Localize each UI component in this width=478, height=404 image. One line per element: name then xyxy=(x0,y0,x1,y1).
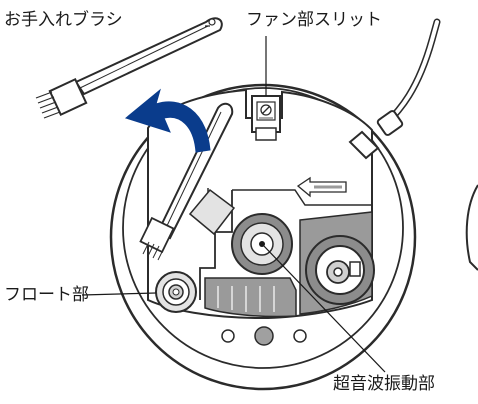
brush-holder xyxy=(139,102,236,261)
ultrasonic-label: 超音波振動部 xyxy=(333,374,435,394)
power-cord xyxy=(376,18,441,136)
fan-slit-block xyxy=(251,95,281,141)
cord-clip xyxy=(348,130,380,160)
warning-sticker-icon xyxy=(256,101,276,121)
fan-slit-label: ファン部スリット xyxy=(246,10,382,30)
tank-edge xyxy=(465,184,478,271)
float-unit xyxy=(155,271,197,313)
curved-arrow-icon xyxy=(124,88,211,153)
float-label: フロート部 xyxy=(4,285,89,305)
leader-lines xyxy=(81,25,386,373)
tray-divider xyxy=(199,190,233,300)
fan-unit xyxy=(305,235,375,305)
brush-label: お手入れブラシ xyxy=(4,10,123,30)
float-channel xyxy=(204,277,297,318)
front-indicators xyxy=(221,326,307,346)
drain-direction-arrow-icon xyxy=(296,176,347,198)
cleaning-brush xyxy=(35,17,223,119)
